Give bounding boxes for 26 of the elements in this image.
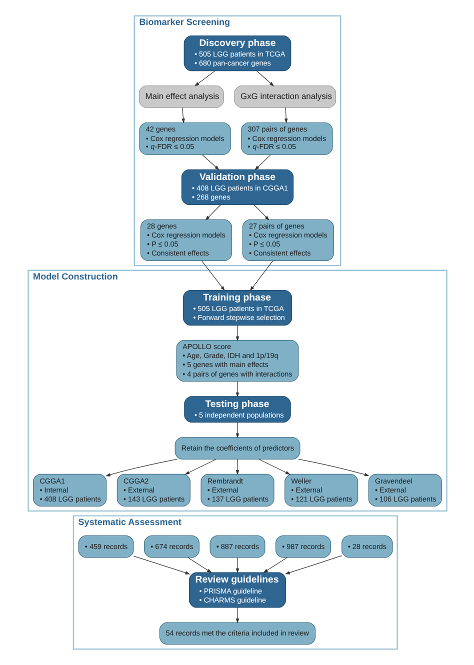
- arrow: [253, 204, 269, 220]
- arrow: [201, 154, 219, 170]
- arrow: [181, 107, 184, 124]
- arrow: [200, 260, 224, 291]
- node-box: GxG interaction analysis: [234, 86, 336, 108]
- arrow: [235, 422, 239, 438]
- arrow: [235, 381, 239, 398]
- arrow: [132, 556, 190, 574]
- arrow: [235, 458, 239, 476]
- arrow: [104, 458, 178, 476]
- arrow: [284, 107, 288, 124]
- arrow: [258, 458, 290, 475]
- node-box: Main effect analysis: [138, 86, 224, 108]
- arrow: [204, 204, 221, 220]
- arrow: [254, 154, 271, 170]
- arrow: [249, 260, 273, 291]
- arrow: [187, 557, 212, 573]
- arrow: [235, 325, 239, 342]
- arrow: [256, 70, 274, 86]
- arrow: [194, 70, 215, 86]
- arrow: [262, 557, 287, 573]
- arrow: [284, 555, 342, 574]
- arrow: [298, 458, 369, 476]
- arrow: [235, 607, 239, 624]
- arrow: [184, 458, 216, 475]
- arrow: [235, 557, 239, 574]
